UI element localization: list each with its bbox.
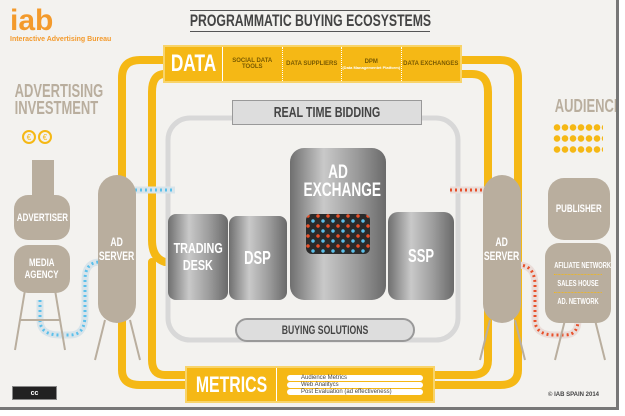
metrics-bar: METRICS Audience Metrics Web Analitycs P…	[185, 366, 435, 403]
advertiser-tank[interactable]: ADVERTISER	[14, 195, 70, 240]
funnel	[32, 160, 54, 195]
page-title: PROGRAMMATIC BUYING ECOSYSTEMS	[189, 10, 431, 32]
people-icon	[553, 122, 603, 154]
network-item[interactable]: SALES HOUSE	[554, 275, 602, 293]
data-item[interactable]: DPM(Data Managementet Platform)	[342, 47, 402, 81]
publisher-tank[interactable]: PUBLISHER	[548, 178, 610, 240]
dsp-tank[interactable]: DSP	[229, 216, 287, 300]
ssp-tank[interactable]: SSP	[388, 212, 454, 300]
logo-mark: iab	[10, 4, 54, 37]
ad-exchange-tank[interactable]: AD EXCHANGE	[290, 148, 386, 300]
data-label: DATA	[170, 50, 217, 77]
copyright: © IAB SPAIN 2014	[548, 392, 599, 398]
data-item[interactable]: DATA SUPPLIERS	[283, 47, 342, 81]
data-bar: DATA SOCIAL DATA TOOLS DATA SUPPLIERS DP…	[163, 45, 462, 83]
exchange-window	[306, 214, 370, 254]
metric-item[interactable]: Post Evaluation (ad effectiveness)	[287, 388, 423, 395]
metric-item[interactable]: Web Analitycs	[287, 381, 423, 388]
metric-item[interactable]: Audience Metrics	[287, 374, 423, 381]
infographic: iab Interactive Advertising Bureau PROGR…	[0, 0, 619, 410]
networks-tank: AFILIATE NETWORK SALES HOUSE AD. NETWORK	[545, 243, 611, 323]
coins: € €	[22, 130, 52, 144]
logo-subtitle: Interactive Advertising Bureau	[10, 36, 112, 43]
euro-coin-icon: €	[38, 130, 52, 144]
advertising-investment-heading: ADVERTISING INVESTMENT	[14, 81, 104, 118]
network-item[interactable]: AD. NETWORK	[557, 296, 599, 306]
data-item[interactable]: DATA EXCHANGES	[403, 61, 459, 67]
creative-commons-badge[interactable]: cc	[12, 386, 57, 400]
buying-solutions-conveyor: BUYING SOLUTIONS	[235, 318, 415, 342]
tower-legs	[14, 289, 606, 361]
euro-coin-icon: €	[22, 130, 36, 144]
rtb-box: REAL TIME BIDDING	[232, 100, 422, 125]
network-item[interactable]: AFILIATE NETWORK	[554, 257, 611, 275]
audience-heading: AUDIENCE	[554, 96, 619, 116]
iab-logo[interactable]: iab Interactive Advertising Bureau	[10, 4, 112, 44]
data-item[interactable]: SOCIAL DATA TOOLS	[223, 47, 283, 81]
